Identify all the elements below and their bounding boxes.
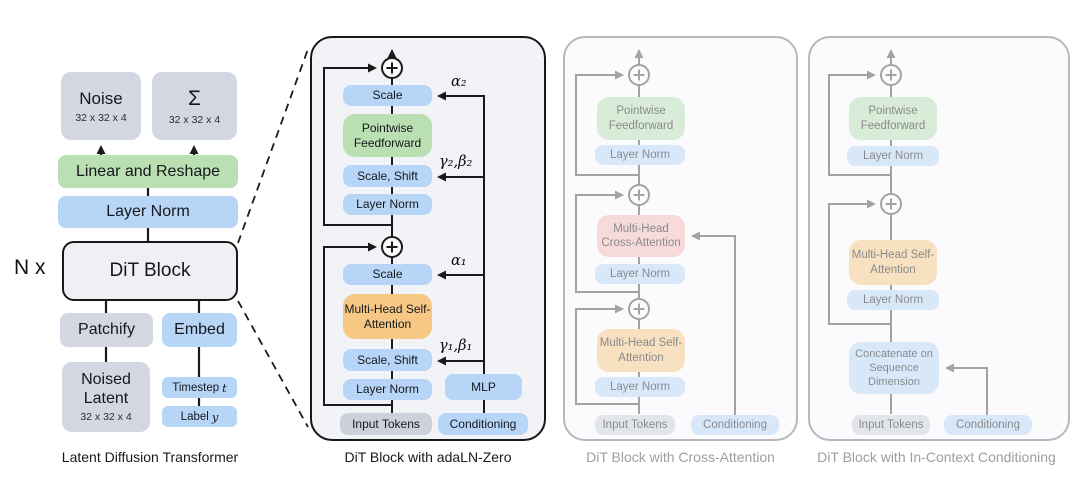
panel4-caption: DiT Block with In-Context Conditioning [817,449,1056,465]
in-context-content: Pointwise Feedforward Layer Norm Multi-H… [810,38,1068,439]
layer-norm-bottom-box: Layer Norm [847,290,939,310]
scale-shift-bottom-label: Scale, Shift [357,352,418,367]
scale-top-box: Scale [343,85,432,106]
layer-norm-top-label: Layer Norm [862,149,924,162]
embed-label: Embed [174,321,225,338]
timestep-box: Timestep t [162,377,237,398]
embed-box: Embed [162,313,237,347]
scale-shift-bottom-box: Scale, Shift [343,349,432,371]
conditioning-label: Conditioning [703,418,767,431]
linear-reshape-label: Linear and Reshape [75,162,221,180]
gamma-beta1-label: γ₁,β₁ [439,338,473,354]
dit-block-box: DiT Block [62,241,238,301]
add-icon [628,64,650,86]
linear-reshape-box: Linear and Reshape [58,155,238,188]
noised-latent-box: Noised Latent 32 x 32 x 4 [62,362,150,432]
add-icon [381,57,403,79]
noise-output-box: Noise 32 x 32 x 4 [61,72,141,140]
pointwise-feedforward-box: Pointwise Feedforward [597,97,685,140]
layer-norm-box: Layer Norm [58,196,238,228]
noise-title: Noise [79,88,123,108]
add-icon [628,184,650,206]
layer-norm-bottom-box: Layer Norm [343,379,432,400]
pointwise-feedforward-label: Pointwise Feedforward [860,105,926,132]
zoom-dashed-lines [237,48,309,428]
add-icon [880,193,902,215]
conditioning-label: Conditioning [956,418,1020,431]
timestep-label: Timestep [172,381,220,394]
timestep-var: t [222,380,227,395]
gamma-beta2-label: γ₂,β₂ [439,154,473,170]
label-y-label: Label [180,410,209,423]
concatenate-box: Concatenate on Sequence Dimension [849,342,939,394]
alpha2-label: α₂ [451,74,467,90]
conditioning-box: Conditioning [944,415,1032,435]
noised-latent-dims: 32 x 32 x 4 [80,410,132,423]
layer-norm-top-box: Layer Norm [343,194,432,215]
layer-norm-mid-box: Layer Norm [595,264,685,284]
noise-dims: 32 x 32 x 4 [75,111,127,124]
n-times-label: N x [14,256,46,279]
input-tokens-label: Input Tokens [352,416,420,431]
cross-attention-content: Pointwise Feedforward Layer Norm Multi-H… [565,38,796,439]
layer-norm-bottom-box: Layer Norm [595,377,685,397]
mlp-box: MLP [445,374,522,400]
conditioning-label: Conditioning [449,416,517,431]
layer-norm-bottom-label: Layer Norm [609,380,671,393]
add-icon [880,64,902,86]
multi-head-cross-attention-label: Multi-Head Cross-Attention [601,222,681,249]
cross-attention-panel: Pointwise Feedforward Layer Norm Multi-H… [563,36,798,441]
multi-head-self-attention-box: Multi-Head Self-Attention [849,240,937,285]
pointwise-feedforward-box: Pointwise Feedforward [849,97,937,140]
adaln-zero-panel: Scale α₂ Pointwise Feedforward Scale, Sh… [310,36,546,441]
multi-head-self-attention-label: Multi-Head Self-Attention [599,337,683,364]
layer-norm-bottom-label: Layer Norm [356,382,419,397]
multi-head-self-attention-box: Multi-Head Self-Attention [343,294,432,339]
noised-latent-title: Noised Latent [81,371,131,407]
panel3-caption: DiT Block with Cross-Attention [586,449,775,465]
layer-norm-top-label: Layer Norm [609,148,671,161]
scale-top-label: Scale [372,88,403,103]
add-icon [381,236,403,258]
patchify-box: Patchify [60,313,153,347]
input-tokens-box: Input Tokens [340,413,432,435]
label-y-var: y [211,409,219,424]
layer-norm-top-label: Layer Norm [356,197,419,212]
conditioning-box: Conditioning [691,415,779,435]
input-tokens-box: Input Tokens [595,415,675,435]
multi-head-self-attention-label: Multi-Head Self-Attention [344,302,431,331]
concatenate-label: Concatenate on Sequence Dimension [855,347,933,389]
scale-bottom-label: Scale [372,267,403,282]
in-context-panel: Pointwise Feedforward Layer Norm Multi-H… [808,36,1070,441]
input-tokens-box: Input Tokens [852,415,930,435]
layer-norm-top-box: Layer Norm [595,145,685,165]
label-y-box: Label y [162,406,237,427]
panel2-caption: DiT Block with adaLN-Zero [344,449,512,465]
patchify-label: Patchify [78,321,135,338]
scale-shift-top-box: Scale, Shift [343,165,432,187]
pointwise-feedforward-box: Pointwise Feedforward [343,114,432,157]
input-tokens-label: Input Tokens [858,418,924,431]
layer-norm-mid-label: Layer Norm [609,267,671,280]
scale-bottom-box: Scale [343,264,432,285]
layer-norm-top-box: Layer Norm [847,146,939,166]
add-icon [628,298,650,320]
sigma-dims: 32 x 32 x 4 [168,113,221,126]
conditioning-box: Conditioning [438,413,528,435]
multi-head-self-attention-box: Multi-Head Self-Attention [597,329,685,372]
scale-shift-top-label: Scale, Shift [357,168,418,183]
dit-block-label: DiT Block [109,260,191,281]
panel1-caption: Latent Diffusion Transformer [61,449,239,465]
multi-head-self-attention-label: Multi-Head Self-Attention [851,249,935,276]
alpha1-label: α₁ [451,253,467,269]
sigma-output-box: Σ 32 x 32 x 4 [152,72,237,140]
mlp-label: MLP [471,379,496,394]
pointwise-feedforward-label: Pointwise Feedforward [353,121,422,150]
pointwise-feedforward-label: Pointwise Feedforward [608,105,674,132]
input-tokens-label: Input Tokens [602,418,668,431]
sigma-title: Σ [188,86,201,110]
layer-norm-bottom-label: Layer Norm [862,293,924,306]
layer-norm-label: Layer Norm [106,203,190,220]
multi-head-cross-attention-box: Multi-Head Cross-Attention [597,215,685,257]
